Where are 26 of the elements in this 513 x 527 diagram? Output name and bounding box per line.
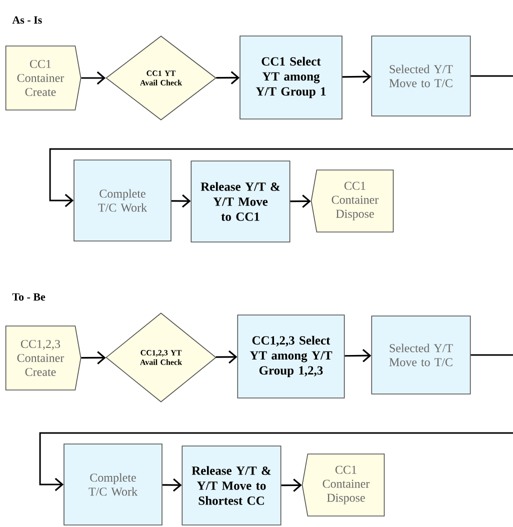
process-box: Release Y/T & Y/T Move to Shortest CC xyxy=(182,446,282,526)
end-pentagon: CC1 Container Dispose xyxy=(302,454,385,516)
start-pentagon: CC1,2,3 Container Create xyxy=(5,326,82,390)
arrow xyxy=(281,478,302,492)
process-box: Selected Y/T Move to T/C xyxy=(371,36,471,116)
process-box: Complete T/C Work xyxy=(64,444,162,526)
arrow xyxy=(39,354,513,492)
section-title: To - Be xyxy=(12,293,46,301)
start-pentagon: CC1 Container Create xyxy=(5,46,82,110)
process-box: CC1 Select YT among Y/T Group 1 xyxy=(240,36,342,120)
arrow xyxy=(171,194,191,208)
arrow xyxy=(344,349,372,362)
arrow xyxy=(81,351,106,364)
arrow xyxy=(216,350,238,364)
arrow xyxy=(81,71,106,85)
end-pentagon: CC1 Container Dispose xyxy=(310,170,394,232)
section-title: As - Is xyxy=(12,16,42,24)
arrow xyxy=(49,75,513,208)
process-box: Complete T/C Work xyxy=(74,160,172,242)
arrow xyxy=(162,478,182,492)
process-box: CC1,2,3 Select YT among Y/T Group 1,2,3 xyxy=(237,314,345,398)
arrow xyxy=(290,194,311,208)
arrow xyxy=(216,71,240,84)
process-box: Release Y/T & Y/T Move to CC1 xyxy=(190,160,290,242)
arrow xyxy=(342,70,372,84)
process-box: Selected Y/T Move to T/C xyxy=(371,316,471,394)
